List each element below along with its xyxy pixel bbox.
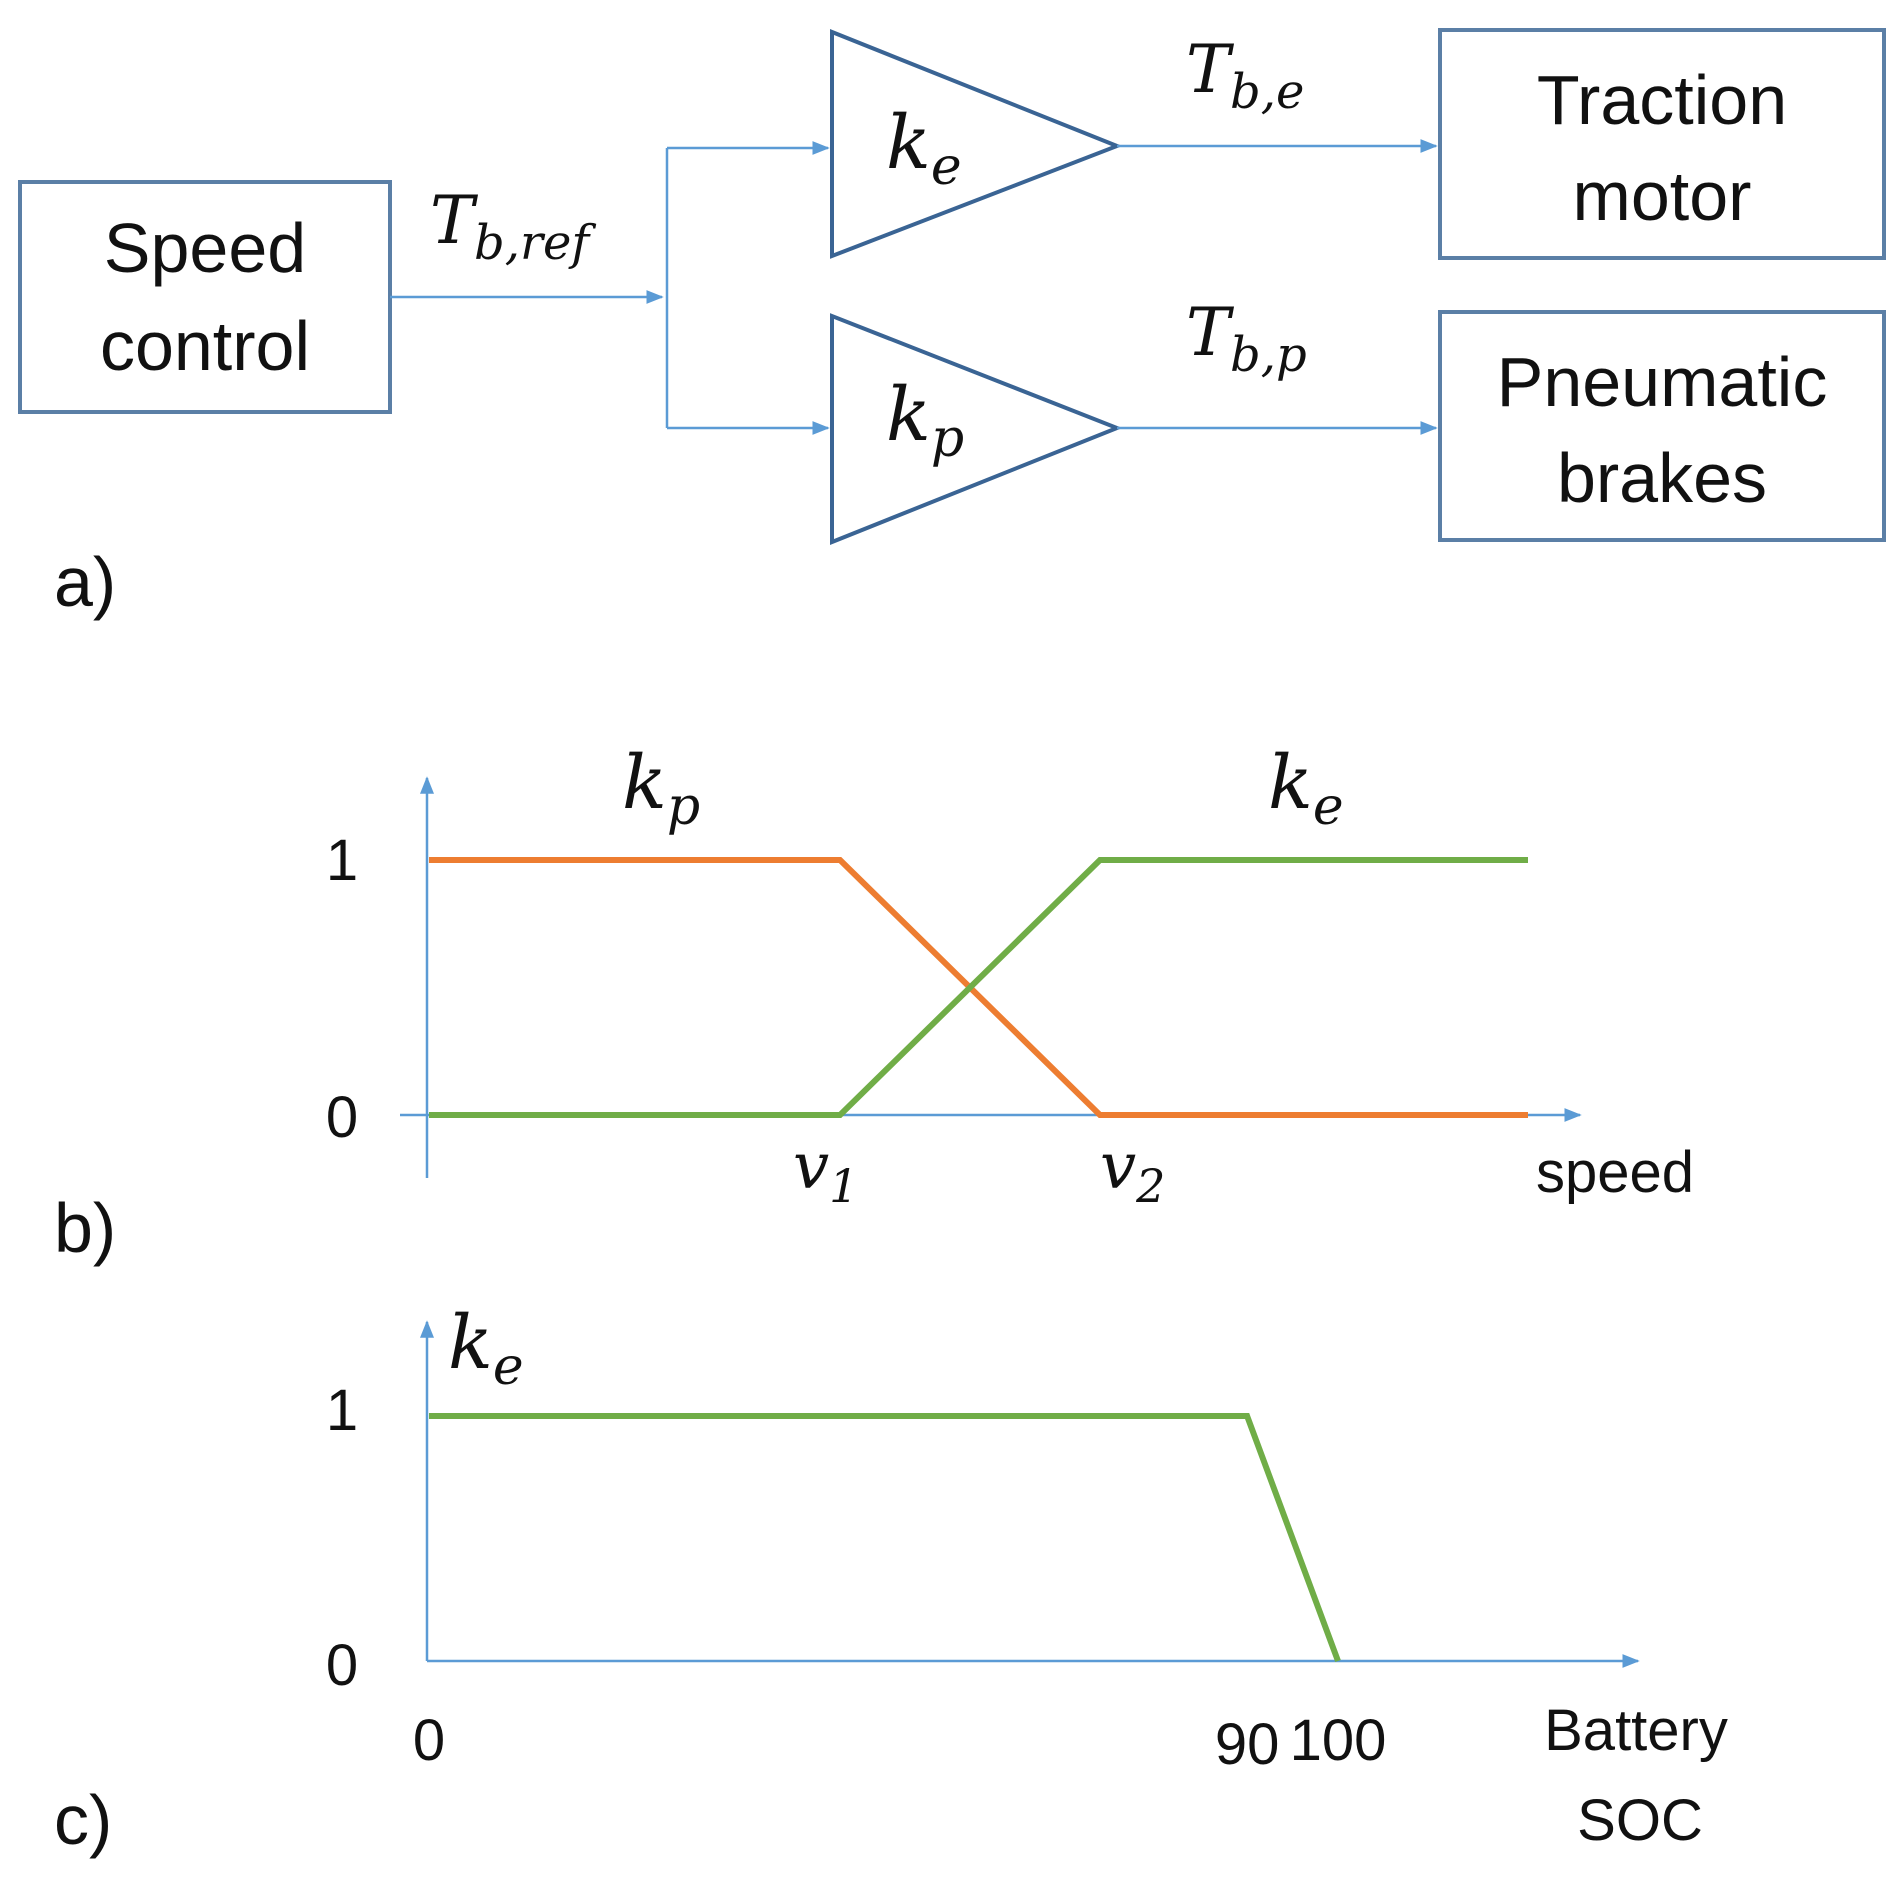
soc-ke-curve xyxy=(429,1413,1341,1663)
speed-control-block: Speed control xyxy=(18,180,392,414)
soc-chart-xlabel-line2: SOC xyxy=(1577,1788,1703,1853)
soc-chart-ytick-1: 1 xyxy=(326,1378,358,1443)
block-diagram: Speed control Tb,ref ke kp Tb,e Tb,p Tra… xyxy=(18,28,1886,621)
panel-c-label: c) xyxy=(54,1781,112,1859)
speed-chart-xlabel: speed xyxy=(1536,1140,1694,1205)
soc-chart-xlabel-line1: Battery xyxy=(1544,1698,1728,1763)
soc-chart: ke 1 0 0 90 100 Battery SOC c) xyxy=(54,1300,1728,1859)
speed-chart-xtick-v2: v2 xyxy=(1100,1130,1165,1213)
pneumatic-brakes-line1: Pneumatic xyxy=(1497,343,1828,421)
traction-motor-line2: motor xyxy=(1573,157,1752,235)
soc-chart-xtick-0: 0 xyxy=(413,1708,445,1773)
kp-curve xyxy=(429,857,1528,1118)
gain-p-block: kp xyxy=(830,313,1123,545)
signal-p-label: Tb,p xyxy=(1186,294,1307,383)
pneumatic-brakes-block: Pneumatic brakes xyxy=(1438,310,1886,542)
soc-chart-ylabel: ke xyxy=(448,1300,524,1397)
traction-motor-line1: Traction xyxy=(1537,61,1787,139)
speed-control-line1: Speed xyxy=(104,209,306,287)
soc-chart-xtick-100: 100 xyxy=(1290,1708,1387,1773)
gain-p-label: kp xyxy=(886,372,964,469)
speed-chart-ytick-0: 0 xyxy=(326,1085,358,1150)
panel-b-label: b) xyxy=(54,1189,116,1267)
speed-chart-ytick-1: 1 xyxy=(326,828,358,893)
kp-series-label: kp xyxy=(622,740,700,837)
speed-chart-xtick-v1: v1 xyxy=(793,1130,858,1213)
gain-e-label: ke xyxy=(886,100,962,197)
ke-series-label: ke xyxy=(1268,740,1344,837)
signal-ref-label: Tb,ref xyxy=(430,182,596,271)
signal-e-label: Tb,e xyxy=(1186,31,1304,120)
ke-curve xyxy=(429,857,1528,1118)
soc-chart-xtick-90: 90 xyxy=(1215,1712,1280,1777)
pneumatic-brakes-line2: brakes xyxy=(1557,439,1767,517)
speed-control-line2: control xyxy=(100,307,310,385)
soc-chart-ytick-0: 0 xyxy=(326,1633,358,1698)
speed-blending-chart: 1 0 kp ke v1 v2 speed b) xyxy=(54,740,1694,1267)
traction-motor-block: Traction motor xyxy=(1438,28,1886,260)
panel-a-label: a) xyxy=(54,543,116,621)
gain-e-block: ke xyxy=(830,29,1123,259)
